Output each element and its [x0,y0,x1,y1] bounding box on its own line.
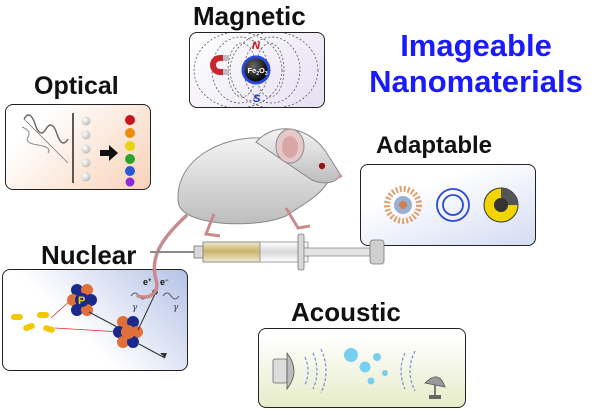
optical-illustration [21,113,135,187]
ultrasound-transducer-icon [272,351,295,391]
core-shell-particle-icon [483,187,519,223]
adaptable-panel [360,164,536,246]
liposome-icon [436,188,470,222]
north-pole-label: N [252,40,261,52]
gamma-label-right: γ [173,303,179,313]
diagram-title: Imageable Nanomaterials [352,28,600,99]
receiver-dish-icon [424,376,446,399]
nanoparticle-rods [11,312,55,333]
microbubbles [344,348,388,385]
gamma-wave-right [162,292,180,300]
annihilation-point [152,289,158,295]
fluorescent-particles [125,115,135,187]
magnetic-label: Magnetic [193,1,306,31]
nuclear-illustration: P e+ e− γ γ [11,277,180,359]
nuclear-panel: P e+ e− γ γ [2,269,188,371]
atom-label: P [78,295,85,307]
gamma-wave-left [130,292,148,300]
electron-label: e− [160,277,169,287]
title-line-1: Imageable [400,28,552,63]
returning-sound-waves [400,350,416,392]
south-pole-label: S [253,93,261,105]
acoustic-panel [258,328,466,408]
particle-formula: Fe2O3 [248,66,268,77]
outgoing-sound-waves [304,348,327,394]
positron-label: e+ [143,277,152,287]
nuclear-label: Nuclear [41,240,137,270]
magnetic-panel: Fe2O3 N S [189,32,325,108]
optical-panel [5,104,151,190]
title-line-2: Nanomaterials [369,63,583,99]
acoustic-label: Acoustic [291,297,401,327]
syringe-icon [150,233,385,271]
decay-nucleus [113,316,143,348]
adaptable-label: Adaptable [376,132,493,159]
optical-label: Optical [34,72,119,100]
adaptable-illustration [384,186,519,224]
atom-nucleus [67,284,97,316]
micelle-icon [384,186,422,224]
unlabeled-particles [81,116,91,182]
acoustic-illustration [272,348,446,399]
iron-oxide-particle [241,55,271,85]
horseshoe-magnet-icon [210,55,229,75]
light-wave-icon [21,114,69,164]
magnetic-illustration: Fe2O3 N S [193,33,319,107]
gamma-label-left: γ [132,303,138,313]
arrow-right-icon [100,145,118,161]
